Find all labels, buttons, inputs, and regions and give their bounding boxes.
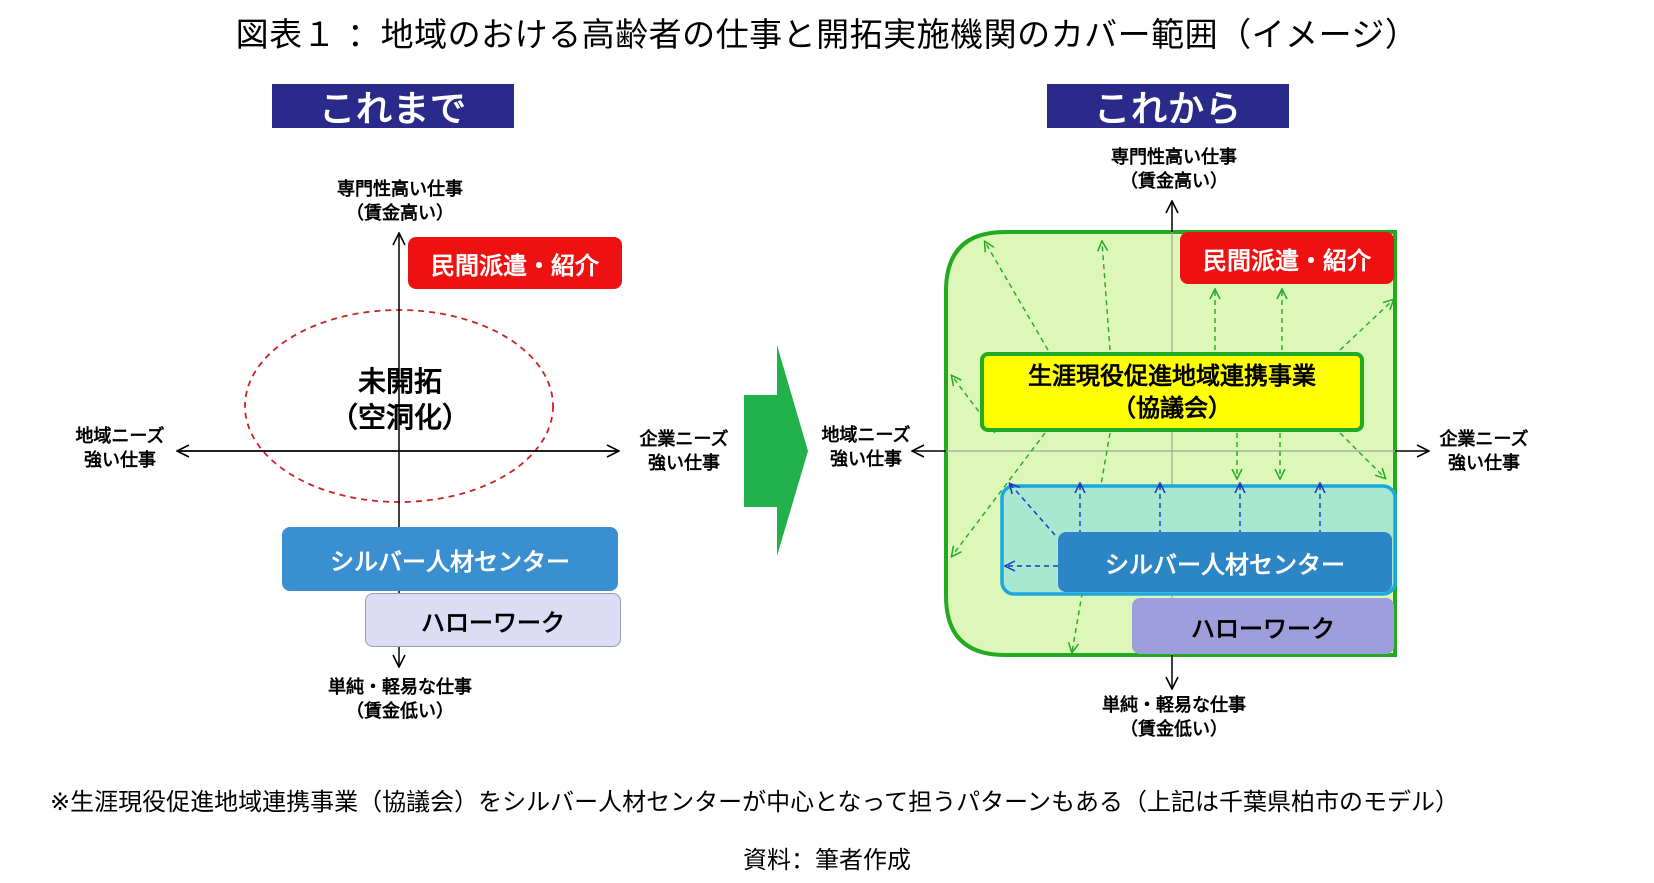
left-silver-center-box: シルバー人材センター	[282, 527, 618, 591]
source-credit: 資料：筆者作成	[743, 846, 911, 874]
left-hellowork-box: ハローワーク	[365, 593, 621, 647]
blue-arrow	[1010, 484, 1056, 536]
unexplored-label: 未開拓（空洞化）	[329, 365, 470, 434]
right-private-agency-box: 民間派遣・紹介	[1180, 232, 1394, 284]
header-before: これまで	[272, 84, 514, 130]
council-label: 生涯現役促進地域連携事業	[1028, 362, 1316, 390]
header-after: これから	[1047, 84, 1289, 130]
green-arrow	[985, 242, 1049, 351]
green-arrow	[952, 432, 1046, 556]
right-axis-right-label: 企業ニーズ強い仕事	[1439, 429, 1529, 474]
footnote: ※生涯現役促進地域連携事業（協議会）をシルバー人材センターが中心となって担うパタ…	[50, 788, 1459, 816]
left-axis-top-label: 専門性高い仕事（賃金高い）	[337, 179, 463, 224]
council-box: 生涯現役促進地域連携事業 （協議会）	[980, 352, 1364, 432]
green-arrow	[1102, 242, 1111, 351]
right-hellowork-box: ハローワーク	[1132, 598, 1394, 654]
right-axis-top-label: 専門性高い仕事（賃金高い）	[1111, 147, 1237, 192]
council-sub-label: （協議会）	[1112, 394, 1232, 422]
green-arrow	[1339, 432, 1385, 478]
right-axis-left-label: 地域ニーズ強い仕事	[821, 425, 911, 470]
transition-arrow-icon	[744, 345, 808, 556]
left-axis-bottom-label: 単純・軽易な仕事（賃金低い）	[328, 677, 472, 722]
left-axis-left-label: 地域ニーズ強い仕事	[75, 426, 165, 471]
right-silver-center-box: シルバー人材センター	[1058, 532, 1392, 592]
left-private-agency-box: 民間派遣・紹介	[408, 237, 622, 289]
left-axis-right-label: 企業ニーズ強い仕事	[639, 429, 729, 474]
right-axis-bottom-label: 単純・軽易な仕事（賃金低い）	[1102, 695, 1246, 740]
figure-title: 図表１ ：地域のおける高齢者の仕事と開拓実施機関のカバー範囲（イメージ）	[235, 15, 1419, 54]
green-arrow	[1339, 300, 1393, 351]
